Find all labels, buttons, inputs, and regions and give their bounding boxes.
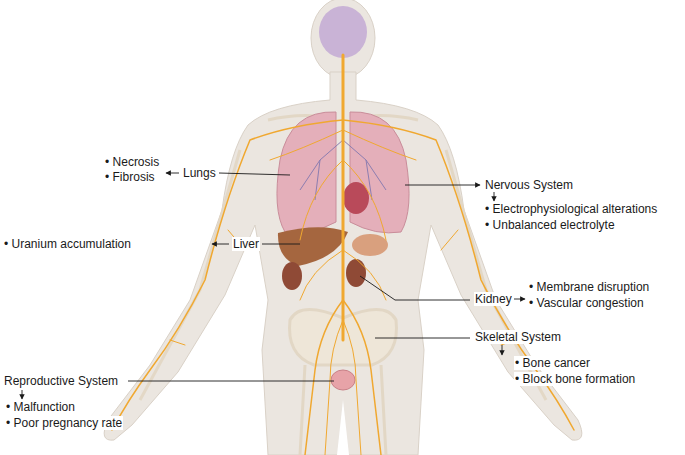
leader-lines bbox=[22, 173, 525, 399]
organ-label: Kidney bbox=[474, 292, 513, 306]
stomach bbox=[352, 234, 388, 256]
system-label: Nervous System bbox=[484, 178, 574, 192]
bullet-text: • Unbalanced electrolyte bbox=[484, 218, 616, 232]
bullet-text: • Vascular congestion bbox=[528, 296, 645, 310]
nerves bbox=[112, 55, 574, 455]
bladder bbox=[331, 370, 355, 390]
left-kidney bbox=[282, 262, 302, 290]
bullet-text: • Poor pregnancy rate bbox=[5, 416, 123, 430]
bullet-text: • Malfunction bbox=[5, 400, 76, 414]
bullet-text: • Bone cancer bbox=[514, 356, 591, 370]
bullet-text: • Necrosis bbox=[104, 155, 160, 169]
system-label: Reproductive System bbox=[3, 374, 119, 388]
bullet-text: • Electrophysiological alterations bbox=[484, 202, 658, 216]
bullet-text: • Block bone formation bbox=[514, 372, 636, 386]
brain bbox=[319, 6, 367, 58]
system-label: Skeletal System bbox=[474, 330, 562, 344]
bullet-text: • Uranium accumulation bbox=[3, 237, 132, 251]
organ-label: Lungs bbox=[182, 166, 217, 180]
bullet-text: • Fibrosis bbox=[104, 170, 156, 184]
bullet-text: • Membrane disruption bbox=[528, 280, 650, 294]
organ-label: Liver bbox=[232, 237, 260, 251]
liver bbox=[278, 227, 348, 266]
right-kidney bbox=[346, 259, 366, 287]
leg-gap bbox=[337, 400, 349, 455]
